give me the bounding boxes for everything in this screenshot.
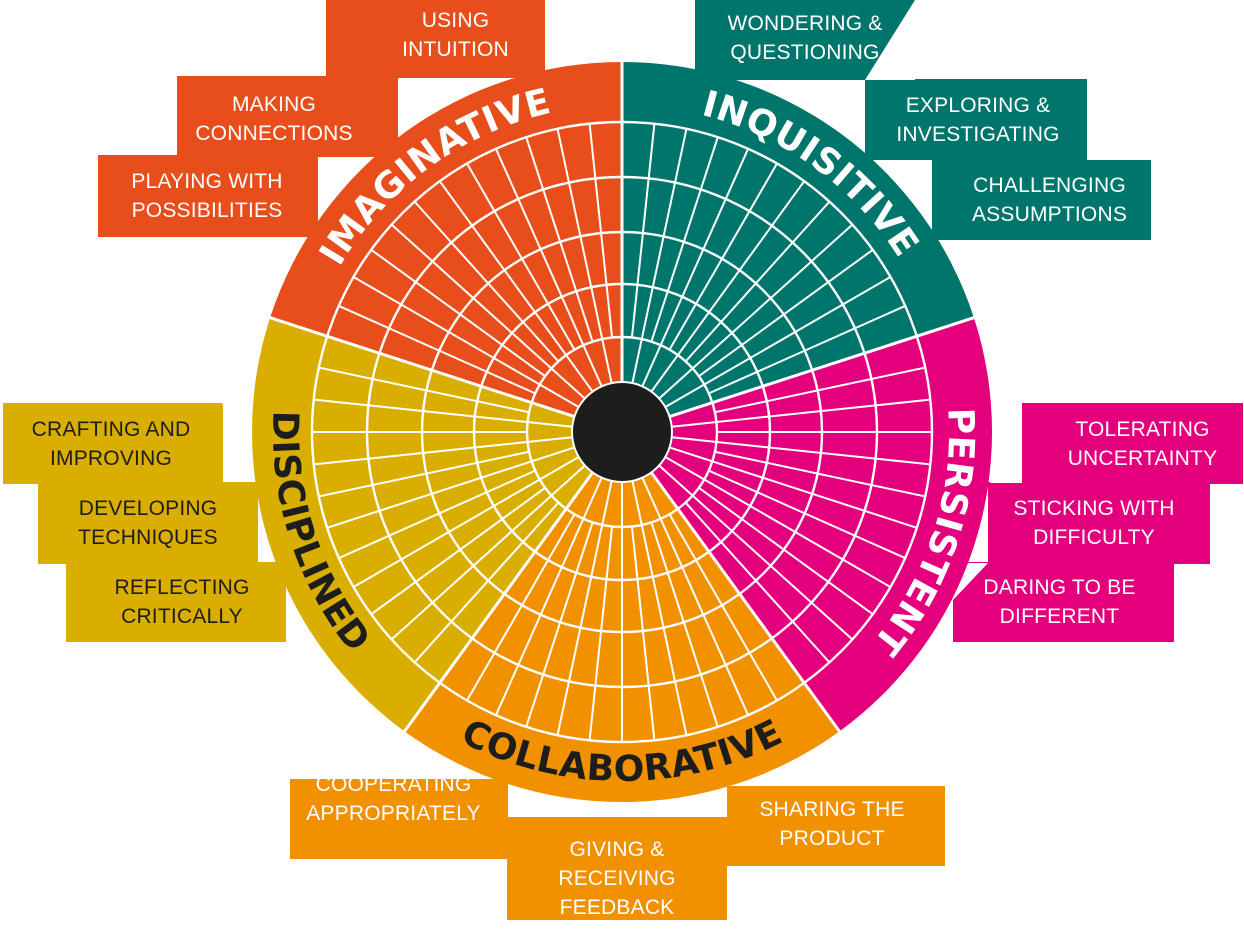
grid-spoke xyxy=(641,148,750,387)
grid-spoke xyxy=(318,366,530,414)
grid-spoke xyxy=(698,487,874,616)
grid-spoke xyxy=(556,480,613,736)
grid-spoke xyxy=(556,128,613,384)
grid-spoke xyxy=(669,446,918,529)
grid-spoke xyxy=(438,180,594,393)
sector-divider xyxy=(267,315,575,418)
habit-label: REFLECTING CRITICALLY xyxy=(114,576,250,628)
habit-label: CRAFTING AND IMPROVING xyxy=(31,417,191,470)
sector-divider xyxy=(669,315,977,418)
grid-spoke xyxy=(631,480,688,736)
grid-spoke xyxy=(714,366,926,414)
sector-divider xyxy=(402,471,594,734)
grid-spoke xyxy=(708,304,906,395)
habit-label: EXPLORING & INVESTIGATING xyxy=(896,94,1060,146)
grid-spoke xyxy=(588,123,614,338)
grid-spoke xyxy=(671,436,931,466)
grid-spoke xyxy=(714,450,926,498)
grid-spoke xyxy=(641,477,750,716)
habit-exploring-investigating: EXPLORING & INVESTIGATING xyxy=(865,79,1087,161)
habit-sticking-with-difficulty: STICKING WITH DIFFICULTY xyxy=(988,482,1210,564)
grid-spoke xyxy=(338,469,536,560)
notch xyxy=(990,403,1022,483)
habit-developing-techniques: DEVELOPING TECHNIQUES xyxy=(38,482,258,564)
habit-playing-with-possibilities: PLAYING WITH POSSIBILITIES xyxy=(98,155,320,237)
habit-challenging-assumptions: CHALLENGING ASSUMPTIONS xyxy=(932,160,1151,240)
notch xyxy=(865,0,915,80)
grid-spoke xyxy=(668,163,778,351)
habit-reflecting-critically: REFLECTING CRITICALLY xyxy=(66,562,286,642)
grid-spoke xyxy=(466,163,576,351)
grid-spoke xyxy=(684,501,831,664)
habit-label: WONDERING & QUESTIONING xyxy=(727,12,883,64)
habit-label: GIVING & RECEIVING FEEDBACK xyxy=(558,838,676,919)
grid-spoke xyxy=(318,450,530,498)
grid-spoke xyxy=(650,136,719,342)
habit-daring-to-be-different: DARING TO BE DIFFERENT xyxy=(953,562,1174,642)
notch xyxy=(690,786,727,817)
grid-spoke xyxy=(658,223,854,400)
grid-spoke xyxy=(525,136,594,342)
habit-label: USING INTUITION xyxy=(402,9,509,61)
notch xyxy=(508,779,550,817)
habit-giving-receiving-feedback: GIVING & RECEIVING FEEDBACK xyxy=(507,817,727,920)
habit-label: PLAYING WITH POSSIBILITIES xyxy=(131,170,283,222)
grid-spoke xyxy=(708,469,906,560)
grid-spoke xyxy=(313,436,573,466)
habit-cooperating-appropriately: COOPERATING APPROPRIATELY xyxy=(290,773,509,859)
grid-spoke xyxy=(671,398,931,428)
grid-spoke xyxy=(326,446,575,529)
grid-spoke xyxy=(390,223,586,400)
grid-spoke xyxy=(313,398,573,428)
grid-spoke xyxy=(668,513,778,701)
grid-spoke xyxy=(494,477,603,716)
wheel-hub xyxy=(571,381,673,483)
habit-label: COOPERATING APPROPRIATELY xyxy=(306,773,481,825)
grid-spoke xyxy=(698,248,874,377)
habit-sharing-the-product: SHARING THE PRODUCT xyxy=(727,786,945,866)
grid-spoke xyxy=(338,304,536,395)
grid-spoke xyxy=(370,248,546,377)
notch xyxy=(222,403,258,483)
habit-label: STICKING WITH DIFFICULTY xyxy=(1013,497,1175,549)
habit-label: DEVELOPING TECHNIQUES xyxy=(78,497,218,549)
habit-label: CHALLENGING ASSUMPTIONS xyxy=(971,174,1128,226)
grid-spoke xyxy=(390,464,586,641)
grid-spoke xyxy=(588,526,614,741)
grid-spoke xyxy=(684,200,831,363)
sector-persistent xyxy=(622,317,992,732)
grid-spoke xyxy=(658,464,854,641)
grid-spoke xyxy=(370,487,546,616)
grid-spoke xyxy=(630,526,656,741)
habit-label: SHARING THE PRODUCT xyxy=(759,798,905,850)
wheel-grid xyxy=(267,60,977,744)
grid-spoke xyxy=(413,200,560,363)
grid-spoke xyxy=(664,456,891,588)
grid-spoke xyxy=(494,148,603,387)
habit-using-intuition: USING INTUITION xyxy=(326,0,545,78)
grid-spoke xyxy=(353,456,580,588)
grid-spoke xyxy=(630,123,656,338)
grid-spoke xyxy=(525,522,594,728)
habit-label: TOLERATING UNCERTAINTY xyxy=(1067,417,1218,470)
grid-spoke xyxy=(650,522,719,728)
grid-spoke xyxy=(466,513,576,701)
grid-spoke xyxy=(631,128,688,384)
sector-divider xyxy=(650,471,842,734)
grid-spoke xyxy=(650,180,806,393)
habit-crafting-and-improving: CRAFTING AND IMPROVING xyxy=(3,403,223,484)
sector-disciplined xyxy=(252,317,623,732)
grid-spoke xyxy=(664,276,891,408)
grid-spoke xyxy=(413,501,560,664)
habit-label: DARING TO BE DIFFERENT xyxy=(983,576,1136,628)
grid-spoke xyxy=(353,276,580,408)
habit-making-connections: MAKING CONNECTIONS xyxy=(177,76,399,157)
habit-tolerating-uncertainty: TOLERATING UNCERTAINTY xyxy=(1022,403,1243,484)
habit-label: MAKING CONNECTIONS xyxy=(195,92,353,145)
